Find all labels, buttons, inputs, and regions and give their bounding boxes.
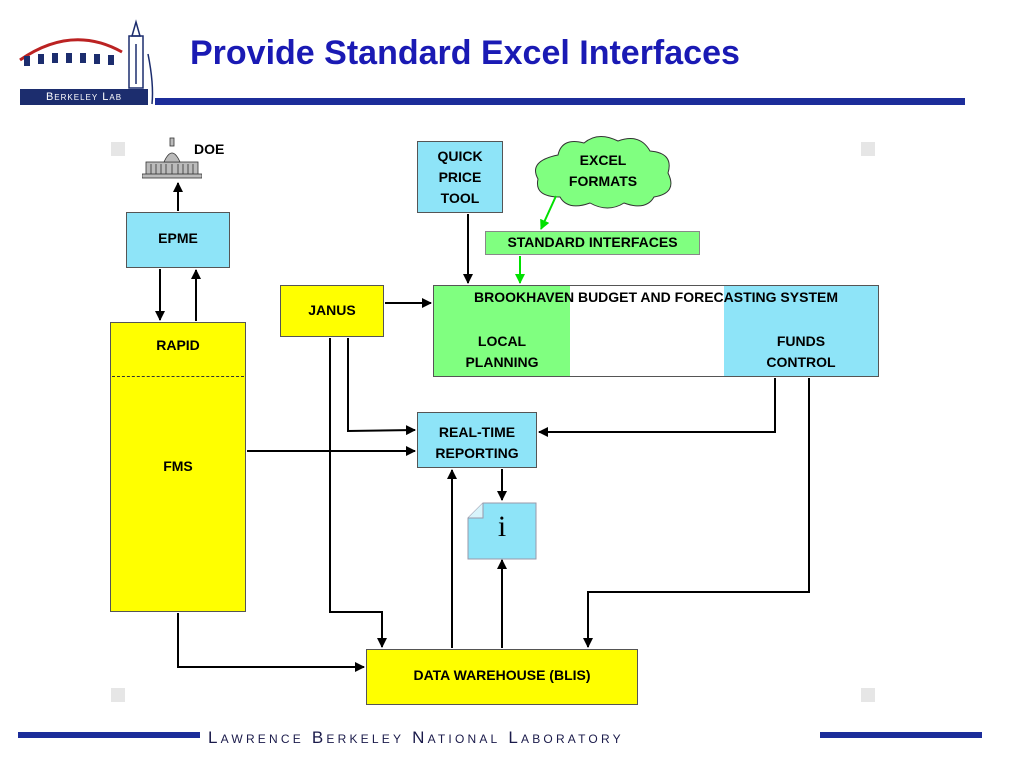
quick-price-tool-line: PRICE xyxy=(438,169,482,185)
page-title: Provide Standard Excel Interfaces xyxy=(190,34,740,72)
epme-label: EPME xyxy=(158,230,198,246)
quick-price-tool-box: QUICK PRICE TOOL xyxy=(417,141,503,213)
arrow-funds-control-to-reporting xyxy=(538,378,776,437)
corner-marker xyxy=(861,688,875,702)
fms-label: FMS xyxy=(163,458,193,474)
corner-marker xyxy=(111,688,125,702)
rapid-fms-divider xyxy=(112,376,244,377)
funds-control-panel xyxy=(724,286,878,376)
corner-marker xyxy=(861,142,875,156)
info-document-icon xyxy=(467,502,537,560)
standard-interfaces-label: STANDARD INTERFACES xyxy=(507,234,678,250)
quick-price-tool-line: TOOL xyxy=(440,190,480,206)
logo-text: Berkeley Lab xyxy=(20,89,148,105)
janus-box: JANUS xyxy=(280,285,384,337)
title-underline xyxy=(155,98,965,105)
local-planning-line: PLANNING xyxy=(465,354,539,370)
bbfs-title: BROOKHAVEN BUDGET AND FORECASTING SYSTEM xyxy=(473,289,838,305)
real-time-reporting-line: REAL-TIME xyxy=(438,424,516,440)
excel-formats-line: EXCEL xyxy=(579,152,627,168)
arrow-excel-formats-to-standard xyxy=(540,195,557,230)
real-time-reporting-box: REAL-TIME REPORTING xyxy=(417,412,537,468)
footer-rule-right xyxy=(820,732,982,738)
footer-text: Lawrence Berkeley National Laboratory xyxy=(208,728,624,747)
rapid-label: RAPID xyxy=(156,337,200,353)
arrow-fms-to-warehouse xyxy=(177,613,365,672)
berkeley-lab-logo-icon xyxy=(19,19,154,105)
corner-marker xyxy=(111,142,125,156)
data-warehouse-box: DATA WAREHOUSE (BLIS) xyxy=(366,649,638,705)
arrow-janus-to-reporting xyxy=(347,338,416,436)
doe-label: DOE xyxy=(194,141,225,157)
footer-rule-left xyxy=(18,732,200,738)
funds-control-line: CONTROL xyxy=(766,354,836,370)
excel-formats-line: FORMATS xyxy=(568,173,638,189)
excel-formats-cloud-icon xyxy=(535,136,672,209)
funds-control-line: FUNDS xyxy=(776,333,826,349)
standard-interfaces-box: STANDARD INTERFACES xyxy=(485,231,700,255)
capitol-building-icon xyxy=(142,137,202,179)
janus-label: JANUS xyxy=(308,302,356,318)
local-planning-line: LOCAL xyxy=(477,333,527,349)
arrow-janus-to-warehouse xyxy=(329,338,387,648)
epme-box: EPME xyxy=(126,212,230,268)
info-letter: i xyxy=(497,510,507,543)
local-planning-panel xyxy=(434,286,570,376)
quick-price-tool-line: QUICK xyxy=(437,148,483,164)
data-warehouse-label: DATA WAREHOUSE (BLIS) xyxy=(413,667,591,683)
arrow-funds-control-to-warehouse xyxy=(583,378,810,648)
real-time-reporting-line: REPORTING xyxy=(435,445,519,461)
rapid-fms-box xyxy=(110,322,246,612)
